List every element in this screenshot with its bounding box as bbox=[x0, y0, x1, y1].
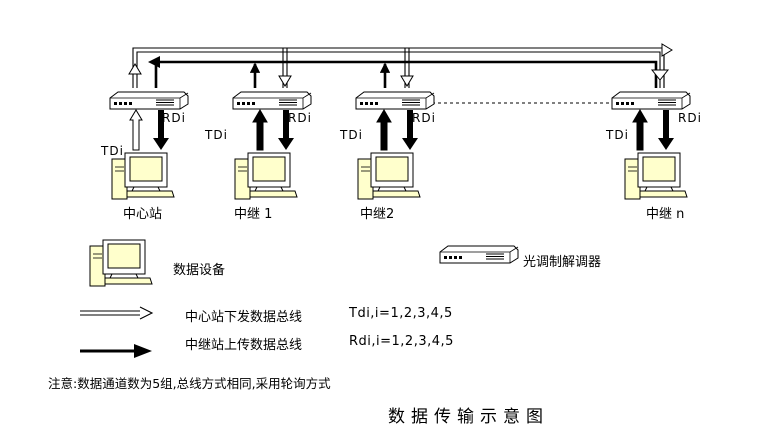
note-text: 注意:数据通道数为5组,总线方式相同,采用轮询方式 bbox=[48, 376, 331, 391]
repeatern-station-name: 中继 n bbox=[646, 207, 685, 222]
repeater2-station-name: 中继2 bbox=[360, 207, 395, 222]
modem-repeater-2 bbox=[355, 91, 435, 110]
diagram-title: 数据传输示意图 bbox=[388, 407, 549, 427]
legend-data-device-label: 数据设备 bbox=[173, 263, 226, 278]
downlink-bus-top bbox=[132, 47, 665, 88]
legend-pc-icon bbox=[89, 239, 153, 287]
pc-repeater-2 bbox=[357, 152, 421, 200]
legend-modem-icon bbox=[439, 245, 519, 264]
repeater1-rdi-label: RDi bbox=[288, 111, 312, 125]
pc-center bbox=[111, 152, 175, 200]
center-station-name: 中心站 bbox=[123, 207, 163, 222]
modem-repeater-1 bbox=[232, 91, 312, 110]
legend-downlink-label: 中心站下发数据总线 bbox=[185, 310, 303, 325]
legend-uplink-label: 中继站上传数据总线 bbox=[185, 338, 303, 353]
pc-repeater-n bbox=[624, 152, 688, 200]
modem-repeater-n bbox=[611, 91, 691, 110]
legend-uplink-arrow bbox=[80, 344, 152, 358]
legend-downlink-arrow bbox=[80, 306, 154, 320]
repeatern-tdi-label: TDi bbox=[606, 128, 629, 142]
center-tdi-label: TDi bbox=[101, 144, 124, 158]
center-rdi-label: RDi bbox=[162, 111, 186, 125]
bus-branches bbox=[249, 48, 665, 88]
repeatern-rdi-label: RDi bbox=[678, 111, 702, 125]
repeater1-station-name: 中继 1 bbox=[234, 207, 273, 222]
station-arrows bbox=[129, 109, 674, 151]
legend-modem-label: 光调制解调器 bbox=[523, 255, 602, 270]
legend-downlink-formula: Tdi,i=1,2,3,4,5 bbox=[349, 306, 453, 321]
repeater2-tdi-label: TDi bbox=[340, 128, 363, 142]
legend-uplink-formula: Rdi,i=1,2,3,4,5 bbox=[349, 334, 454, 349]
bus-arrowheads bbox=[128, 43, 673, 87]
repeater1-tdi-label: TDi bbox=[205, 128, 228, 142]
pc-repeater-1 bbox=[234, 152, 298, 200]
modem-center bbox=[109, 91, 189, 110]
repeater2-rdi-label: RDi bbox=[412, 111, 436, 125]
